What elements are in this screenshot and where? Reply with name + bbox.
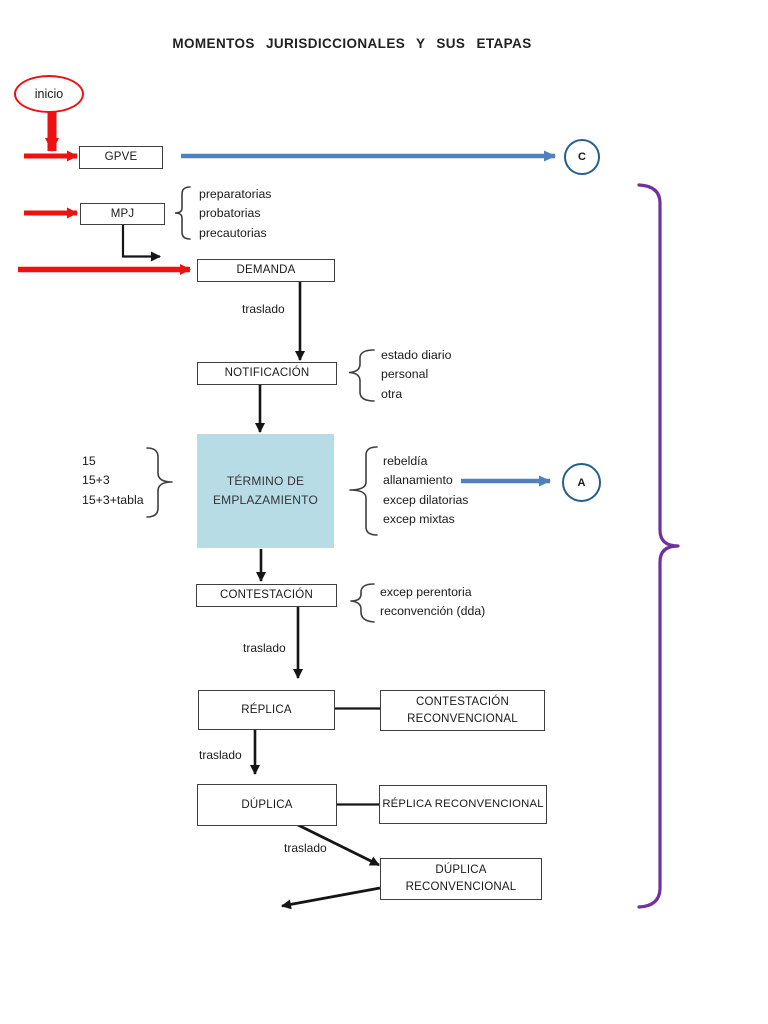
node-duplica-label: DÚPLICA bbox=[241, 798, 293, 811]
contestacion-item: reconvención (dda) bbox=[380, 604, 486, 619]
node-notificacion-label: NOTIFICACIÓN bbox=[224, 367, 310, 379]
contestacion-item: excep perentoria bbox=[380, 585, 472, 599]
termino-plazos-list: 15 15+3 15+3+tabla bbox=[82, 452, 144, 510]
termino-plazo-item: 15+3+tabla bbox=[82, 492, 144, 507]
edge-label-traslado-2: traslado bbox=[243, 641, 286, 655]
arrow-duplica-reconvencional-out bbox=[281, 886, 381, 910]
node-termino-emplazamiento: TÉRMINO DE EMPLAZAMIENTO bbox=[197, 434, 334, 548]
termino-actitud-item: rebeldía bbox=[383, 454, 428, 468]
connector-circle-c-label: C bbox=[578, 151, 586, 163]
contestacion-items-list: excep perentoria reconvención (dda) bbox=[380, 583, 485, 622]
termino-actitud-item: allanamiento bbox=[383, 473, 453, 488]
node-mpj: MPJ bbox=[80, 203, 165, 225]
notificacion-item: estado diario bbox=[381, 348, 452, 362]
node-notificacion: NOTIFICACIÓN bbox=[197, 362, 337, 385]
edge-label-traslado-4: traslado bbox=[284, 841, 327, 855]
brace-termino-plazos bbox=[146, 447, 173, 518]
termino-actitudes-list: rebeldía allanamiento excep dilatorias e… bbox=[383, 452, 468, 529]
node-demanda: DEMANDA bbox=[197, 259, 335, 282]
bracket-mpj-items bbox=[174, 186, 191, 240]
node-inicio: inicio bbox=[14, 75, 84, 113]
edge-label-traslado-3: traslado bbox=[199, 748, 242, 762]
node-contestacion-reconvencional-line2: RECONVENCIONAL bbox=[407, 712, 518, 725]
node-replica-reconvencional: RÉPLICA RECONVENCIONAL bbox=[379, 785, 547, 824]
node-mpj-label: MPJ bbox=[110, 207, 135, 220]
notificacion-item: otra bbox=[381, 386, 403, 401]
node-contestacion-label: CONTESTACIÓN bbox=[220, 589, 313, 601]
node-contestacion-reconvencional-line1: CONTESTACIÓN bbox=[416, 695, 509, 708]
node-replica-label: RÉPLICA bbox=[241, 703, 292, 716]
termino-plazo-item: 15 bbox=[82, 454, 96, 468]
edge-label-traslado-1: traslado bbox=[242, 302, 285, 316]
mpj-item: probatorias bbox=[199, 206, 261, 221]
mpj-item: precautorias bbox=[199, 225, 267, 240]
connector-circle-c: C bbox=[564, 139, 600, 175]
node-inicio-label: inicio bbox=[34, 87, 64, 101]
node-termino-line2: EMPLAZAMIENTO bbox=[212, 493, 319, 507]
node-contestacion-reconvencional: CONTESTACIÓN RECONVENCIONAL bbox=[380, 690, 545, 731]
brace-notificacion-items bbox=[348, 349, 375, 402]
node-duplica: DÚPLICA bbox=[197, 784, 337, 826]
node-duplica-reconvencional-line2: RECONVENCIONAL bbox=[405, 881, 517, 893]
connector-circle-a: A bbox=[562, 463, 601, 502]
termino-actitud-item: excep mixtas bbox=[383, 511, 455, 526]
node-duplica-reconvencional-line1: DÚPLICA bbox=[435, 864, 487, 876]
node-demanda-label: DEMANDA bbox=[236, 264, 296, 276]
page-title: MOMENTOS JURISDICCIONALES Y SUS ETAPAS bbox=[172, 36, 532, 51]
node-termino-line1: TÉRMINO DE bbox=[226, 473, 305, 488]
termino-plazo-item: 15+3 bbox=[82, 473, 110, 488]
bracket-termino-actitudes bbox=[349, 446, 378, 536]
termino-actitud-item: excep dilatorias bbox=[383, 492, 469, 507]
purple-stage-brace bbox=[637, 183, 680, 909]
connector-circle-a-label: A bbox=[577, 476, 586, 489]
arrow-mpj-elbow bbox=[121, 224, 161, 262]
notificacion-item: personal bbox=[381, 367, 429, 382]
mpj-item: preparatorias bbox=[199, 187, 272, 201]
node-duplica-reconvencional: DÚPLICA RECONVENCIONAL bbox=[380, 858, 542, 900]
notificacion-items-list: estado diario personal otra bbox=[381, 346, 451, 404]
mpj-items-list: preparatorias probatorias precautorias bbox=[199, 185, 271, 243]
node-gpve-label: GPVE bbox=[104, 151, 138, 163]
node-gpve: GPVE bbox=[79, 146, 163, 169]
node-replica-reconvencional-label: RÉPLICA RECONVENCIONAL bbox=[382, 798, 544, 810]
brace-contestacion-items bbox=[350, 583, 375, 623]
node-replica: RÉPLICA bbox=[198, 690, 335, 730]
node-contestacion: CONTESTACIÓN bbox=[196, 584, 337, 607]
